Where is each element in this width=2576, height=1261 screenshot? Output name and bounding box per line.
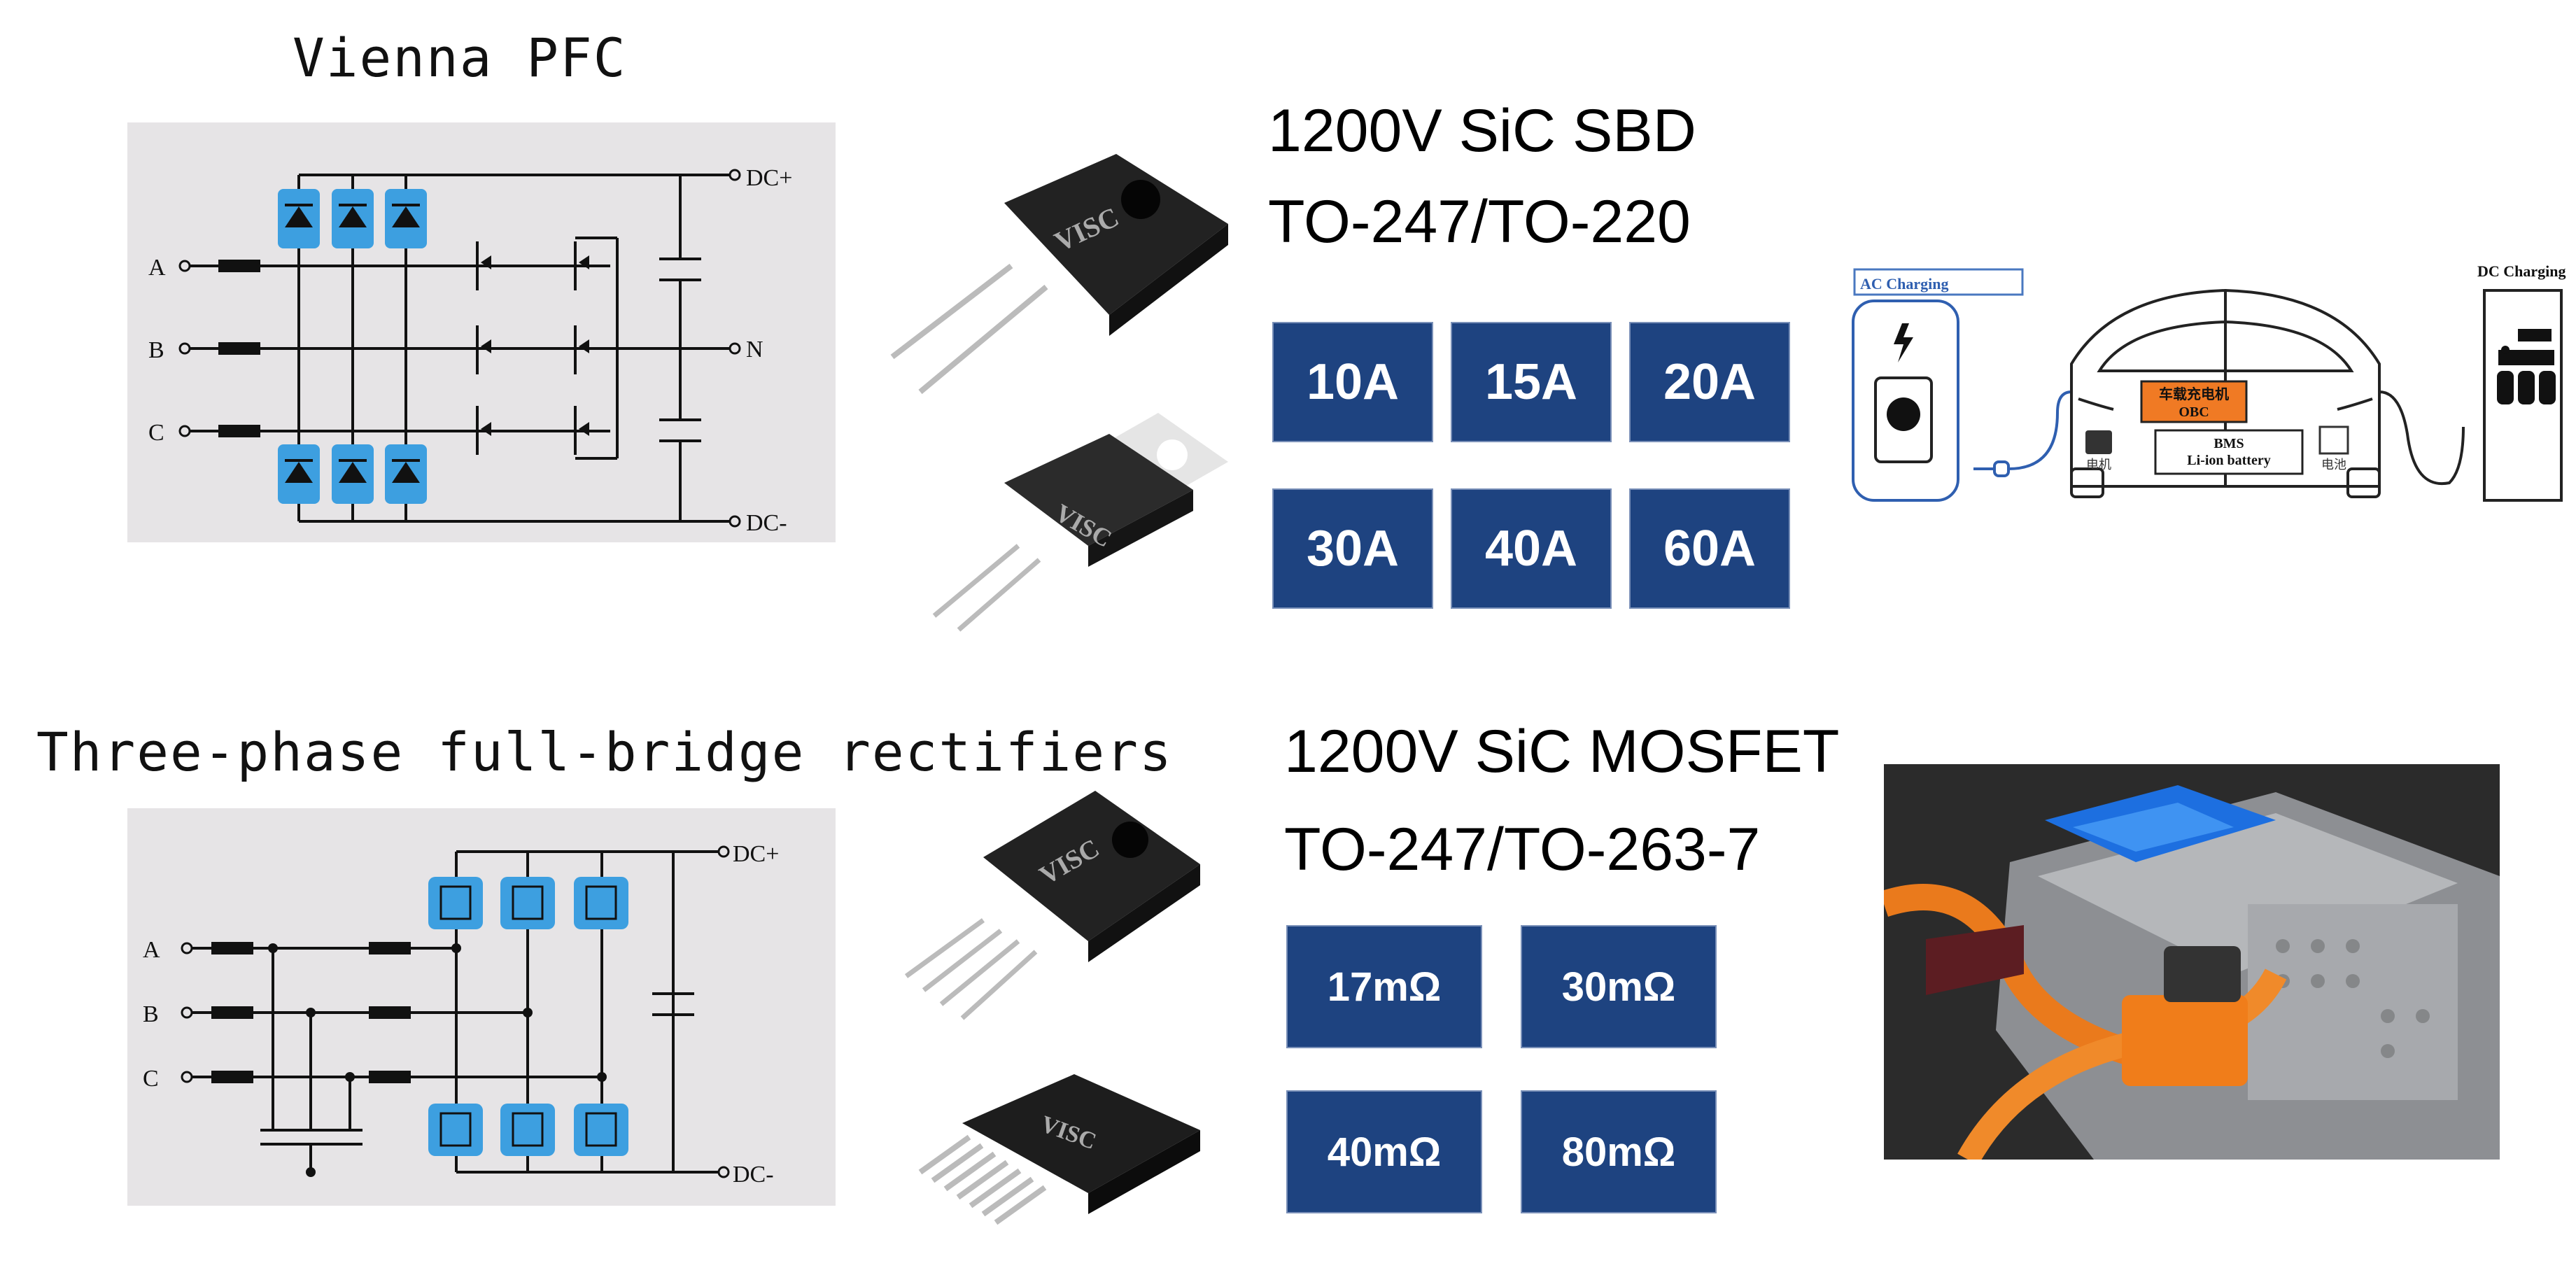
motor-icon (2085, 430, 2112, 454)
motor-label: 电机 (2086, 458, 2111, 472)
ac-plug-icon (1993, 460, 2010, 477)
rectifier-title: Three-phase full-bridge rectifiers (36, 721, 1173, 783)
rectifier-phase-a: A (143, 937, 160, 963)
engine-bay-illustration (1884, 764, 2500, 1160)
vienna-title: Vienna PFC (293, 27, 627, 89)
mosfet-rating-80m: 80mΩ (1521, 1090, 1717, 1213)
sbd-rating-30a: 30A (1272, 488, 1433, 609)
vienna-dc-minus: DC- (746, 510, 787, 536)
obc-label: OBC (2179, 404, 2209, 420)
obc-module (2140, 380, 2248, 423)
mosfet-package-images: VISC VISC (904, 791, 1200, 1225)
vienna-phase-a: A (148, 255, 166, 281)
battery-label: Li-ion battery (2187, 453, 2270, 468)
vienna-dc-plus: DC+ (746, 165, 792, 191)
rectifier-phase-c: C (143, 1066, 159, 1092)
vienna-phase-c: C (148, 420, 164, 446)
vienna-diodes (278, 189, 427, 504)
vienna-circuit: DC+ N DC- A B C (127, 122, 836, 542)
vienna-neutral: N (746, 337, 763, 362)
car-outline (2070, 288, 2381, 498)
rectifier-dc-plus: DC+ (733, 841, 779, 867)
rectifier-phase-b: B (143, 1001, 159, 1027)
mosfet-title: 1200V SiC MOSFET (1284, 718, 1840, 785)
rectifier-schematic: DC+ DC- A B C (143, 841, 779, 1188)
sbd-rating-20a: 20A (1629, 322, 1790, 442)
ev-charging-diagram: AC Charging 车载充电机 OBC BMS Li-ion battery… (1852, 262, 2566, 502)
engine-bay-photo (1884, 764, 2500, 1160)
to220-package: VISC (932, 413, 1228, 632)
obc-label-cn: 车载充电机 (2159, 386, 2229, 402)
bms-module (2154, 429, 2304, 475)
rectifier-mosfets (428, 877, 628, 1156)
sbd-rating-60a: 60A (1629, 488, 1790, 609)
vienna-phase-b: B (148, 337, 164, 363)
sbd-packages: TO-247/TO-220 (1268, 188, 1691, 255)
sbd-title: 1200V SiC SBD (1268, 97, 1696, 164)
mosfet-rating-17m: 17mΩ (1286, 925, 1482, 1048)
battery-cn-label: 电池 (2321, 458, 2346, 472)
ac-charging-label: AC Charging (1860, 275, 1949, 293)
mosfet-packages: TO-247/TO-263-7 (1284, 816, 1761, 883)
sbd-rating-40a: 40A (1451, 488, 1612, 609)
sbd-rating-15a: 15A (1451, 322, 1612, 442)
mosfet-rating-40m: 40mΩ (1286, 1090, 1482, 1213)
sbd-rating-10a: 10A (1272, 322, 1433, 442)
battery-icon (2318, 425, 2349, 455)
lightning-icon (1894, 323, 1913, 362)
dc-charging-label: DC Charging (2477, 262, 2566, 280)
sbd-package-images: VISC VISC (890, 154, 1228, 632)
rectifier-dc-minus: DC- (733, 1162, 774, 1188)
rectifier-circuit: DC+ DC- A B C (127, 808, 836, 1206)
to247-4-package: VISC (904, 791, 1200, 1020)
to247-package: VISC (890, 154, 1228, 395)
mosfet-rating-30m: 30mΩ (1521, 925, 1717, 1048)
vienna-schematic: DC+ N DC- A B C (148, 165, 792, 536)
bms-label: BMS (2213, 436, 2244, 451)
to263-7-package: VISC (918, 1074, 1200, 1225)
